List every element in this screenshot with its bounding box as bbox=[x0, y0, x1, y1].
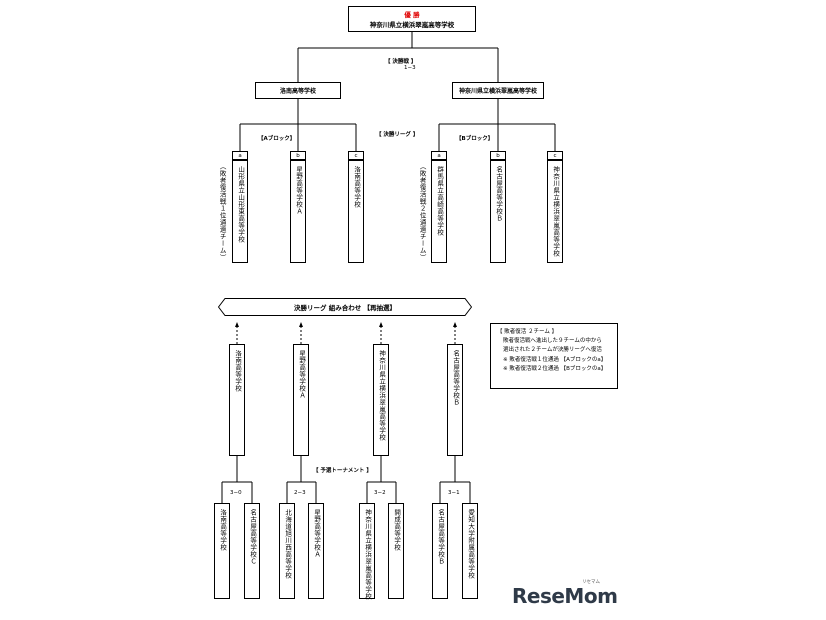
champion-box: 優 勝 神奈川県立横浜翠嵐高等学校 bbox=[348, 6, 476, 32]
prelim-label: 【 予選トーナメント 】 bbox=[313, 468, 372, 474]
match-4-team-2: 愛知大学附属高等学校 bbox=[462, 503, 478, 599]
block-b-label: 【Bブロック】 bbox=[456, 136, 494, 142]
block-a-team-c: 洛南高等学校 bbox=[348, 160, 364, 263]
match-2-team-1: 北海道旭川西高等学校 bbox=[279, 503, 295, 599]
block-b-team-a: 群馬県立高崎高等学校 bbox=[431, 160, 447, 263]
winner-box-1: 洛南高等学校 bbox=[229, 344, 245, 456]
block-a-a-note: （敗者復活戦１位通過チーム） bbox=[218, 163, 227, 263]
block-a-label: 【Aブロック】 bbox=[258, 136, 296, 142]
block-b-a-note: （敗者復活戦２位通過チーム） bbox=[418, 163, 427, 263]
match-1-team-2: 名古屋高等学校Ｃ bbox=[244, 503, 260, 599]
league-label: 【 決勝リーグ 】 bbox=[376, 132, 419, 138]
match-1-team-2-name: 名古屋高等学校Ｃ bbox=[248, 509, 257, 565]
match-4-score: 3−1 bbox=[448, 490, 460, 496]
notes-item-2: ※ 敗者復活戦２位通過 【Bブロックのa】 bbox=[503, 366, 607, 373]
block-b-slot-b: b bbox=[490, 151, 506, 160]
match-2-team-1-name: 北海道旭川西高等学校 bbox=[283, 509, 292, 579]
winner-1-name: 洛南高等学校 bbox=[233, 350, 242, 392]
match-3-team-2: 開成高等学校 bbox=[388, 503, 404, 599]
block-a-slot-b: b bbox=[290, 151, 306, 160]
block-a-a-note-text: （敗者復活戦１位通過チーム） bbox=[218, 163, 227, 261]
block-b-team-c: 神奈川県立横浜翠嵐高等学校 bbox=[547, 160, 563, 263]
block-b-team-b-name: 名古屋高等学校Ｂ bbox=[494, 166, 503, 222]
block-a-slot-a: a bbox=[232, 151, 248, 160]
logo-subtext: リセマム bbox=[582, 580, 600, 585]
block-a-team-b: 星野高等学校Ａ bbox=[290, 160, 306, 263]
block-b-team-c-name: 神奈川県立横浜翠嵐高等学校 bbox=[551, 166, 560, 257]
final-score: 1−3 bbox=[404, 65, 416, 71]
block-a-team-a: 山形県立山形東高等学校 bbox=[232, 160, 248, 263]
final-right-team: 神奈川県立横浜翠嵐高等学校 bbox=[452, 82, 544, 99]
winner-3-name: 神奈川県立横浜翠嵐高等学校 bbox=[377, 350, 386, 441]
resemom-logo: ReseMom bbox=[512, 584, 618, 608]
match-1-team-1: 洛南高等学校 bbox=[214, 503, 230, 599]
match-2-team-2-name: 星野高等学校Ａ bbox=[312, 509, 321, 558]
match-3-team-1: 神奈川県立横浜翠嵐高等学校 bbox=[359, 503, 375, 600]
match-1-team-1-name: 洛南高等学校 bbox=[218, 509, 227, 551]
winner-box-4: 名古屋高等学校Ｂ bbox=[447, 344, 463, 456]
block-b-team-b: 名古屋高等学校Ｂ bbox=[490, 160, 506, 263]
match-3-team-2-name: 開成高等学校 bbox=[392, 509, 401, 551]
block-a-slot-c: c bbox=[348, 151, 364, 160]
block-b-slot-a: a bbox=[431, 151, 447, 160]
winner-box-3: 神奈川県立横浜翠嵐高等学校 bbox=[373, 344, 389, 456]
final-left-team: 洛南高等学校 bbox=[255, 82, 341, 99]
notes-line-1: 敗者復活戦へ進出した９チームの中から bbox=[503, 337, 602, 344]
match-4-team-1-name: 名古屋高等学校Ｂ bbox=[436, 509, 445, 565]
match-3-team-1-name: 神奈川県立横浜翠嵐高等学校 bbox=[363, 509, 372, 600]
match-4-team-2-name: 愛知大学附属高等学校 bbox=[466, 509, 475, 579]
winner-4-name: 名古屋高等学校Ｂ bbox=[451, 350, 460, 406]
winner-2-name: 星野高等学校Ａ bbox=[297, 350, 306, 399]
match-2-team-2: 星野高等学校Ａ bbox=[308, 503, 324, 599]
banner-shape bbox=[217, 298, 473, 316]
match-4-team-1: 名古屋高等学校Ｂ bbox=[432, 503, 448, 599]
notes-item-1: ※ 敗者復活戦１位通過 【Aブロックのa】 bbox=[503, 357, 607, 364]
match-1-score: 3−0 bbox=[230, 490, 242, 496]
block-b-team-a-name: 群馬県立高崎高等学校 bbox=[435, 166, 444, 236]
block-a-team-c-name: 洛南高等学校 bbox=[352, 166, 361, 208]
notes-title: 【 敗者復活 ２チーム 】 bbox=[497, 329, 558, 335]
match-2-score: 2−3 bbox=[294, 490, 306, 496]
draw-banner: 決勝リーグ 組み合わせ 【再抽選】 bbox=[217, 298, 473, 316]
block-b-a-note-text: （敗者復活戦２位通過チーム） bbox=[418, 163, 427, 261]
match-3-score: 3−2 bbox=[374, 490, 386, 496]
notes-line-2: 選出された２チームが決勝リーグへ復活 bbox=[503, 346, 602, 353]
draw-banner-text: 決勝リーグ 組み合わせ 【再抽選】 bbox=[293, 304, 397, 312]
block-a-team-b-name: 星野高等学校Ａ bbox=[294, 166, 303, 215]
final-label: 【 決勝戦 】 bbox=[385, 59, 417, 65]
champion-title: 優 勝 bbox=[404, 11, 420, 19]
notes-box: 【 敗者復活 ２チーム 】 敗者復活戦へ進出した９チームの中から 選出された２チ… bbox=[490, 323, 618, 389]
block-a-team-a-name: 山形県立山形東高等学校 bbox=[236, 166, 245, 243]
block-b-slot-c: c bbox=[547, 151, 563, 160]
winner-box-2: 星野高等学校Ａ bbox=[293, 344, 309, 456]
champion-name: 神奈川県立横浜翠嵐高等学校 bbox=[369, 21, 455, 29]
